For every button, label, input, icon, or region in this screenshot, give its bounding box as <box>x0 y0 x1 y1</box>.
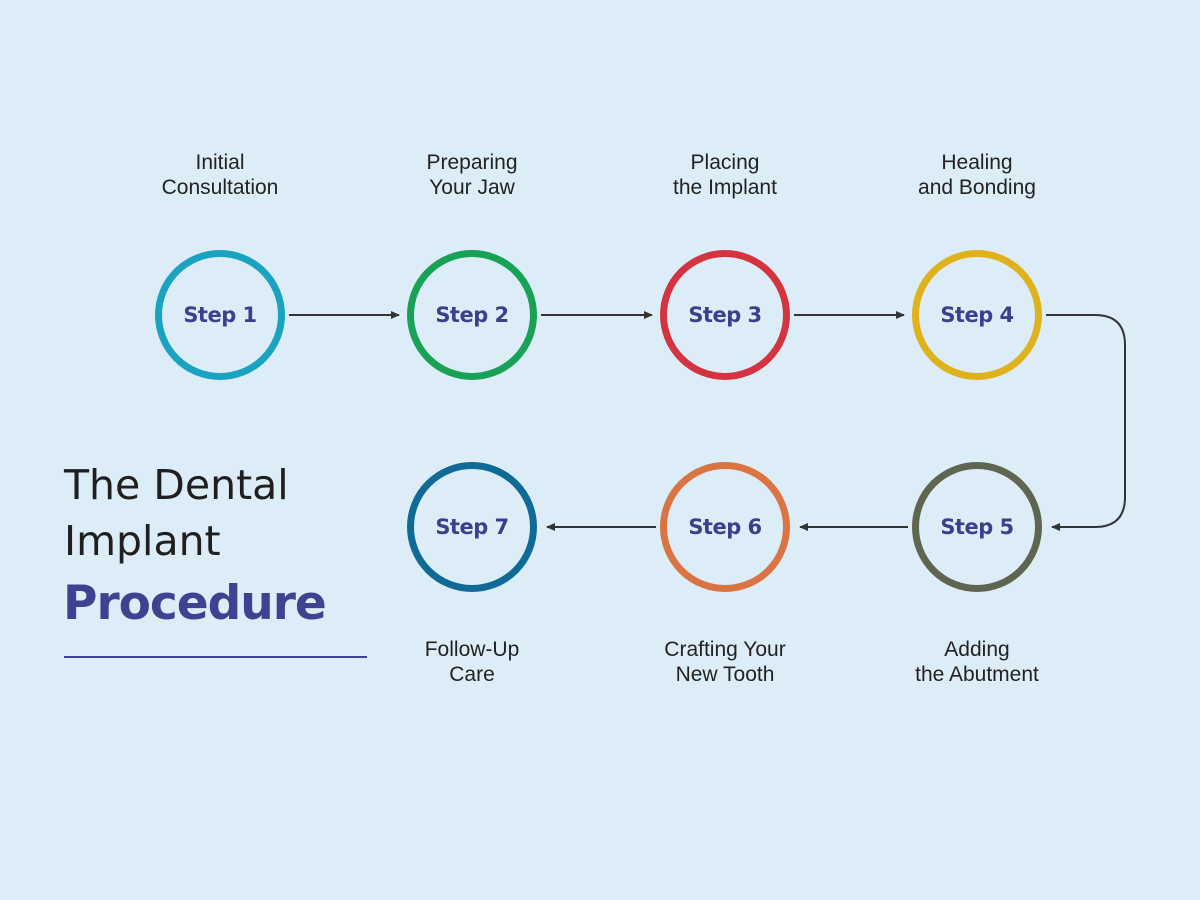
step-6-caption-line: New Tooth <box>675 663 775 686</box>
step-1-label: Step 1 <box>183 303 257 327</box>
step-3-circle: Step 3 <box>660 250 790 380</box>
step-7-label: Step 7 <box>435 515 509 539</box>
step-2-label: Step 2 <box>435 303 509 327</box>
step-5-caption-line: Adding <box>944 638 1010 661</box>
step-3-label: Step 3 <box>688 303 762 327</box>
step-3-caption-line: Placing <box>690 151 760 174</box>
step-1-caption-line: Initial <box>195 151 245 174</box>
step-5-circle: Step 5 <box>912 462 1042 592</box>
title-emphasis: Procedure <box>63 576 327 631</box>
step-6-caption-line: Crafting Your <box>664 638 786 661</box>
step-1-circle: Step 1 <box>155 250 285 380</box>
step-5-label: Step 5 <box>940 515 1014 539</box>
step-6-label: Step 6 <box>688 515 762 539</box>
step-4-circle: Step 4 <box>912 250 1042 380</box>
step-2-caption-line: Preparing <box>426 151 518 174</box>
step-4-caption-line: and Bonding <box>918 176 1036 199</box>
title-line-1: The Dental <box>64 461 289 509</box>
step-5-caption-line: the Abutment <box>915 663 1039 686</box>
step-6-circle: Step 6 <box>660 462 790 592</box>
step-2-circle: Step 2 <box>407 250 537 380</box>
step-7-caption-line: Follow-Up <box>424 638 520 661</box>
step-3-caption-line: the Implant <box>673 176 777 199</box>
step-2-caption-line: Your Jaw <box>429 176 515 199</box>
step-4-label: Step 4 <box>940 303 1014 327</box>
arrow-step-4-to-5 <box>1046 314 1126 531</box>
step-7-circle: Step 7 <box>407 462 537 592</box>
title-line-2: Implant <box>64 517 221 565</box>
step-4-caption-line: Healing <box>941 151 1013 174</box>
step-7-caption-line: Care <box>449 663 495 686</box>
title-underline <box>64 656 367 658</box>
step-1-caption-line: Consultation <box>161 176 279 199</box>
